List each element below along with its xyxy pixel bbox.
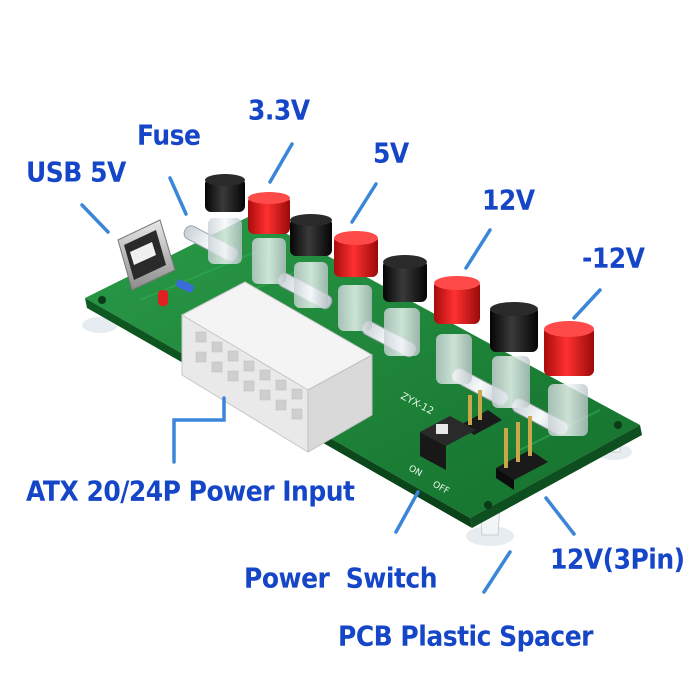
label-12v: 12V — [482, 183, 535, 217]
post-red-1 — [248, 192, 290, 284]
binding-posts — [205, 174, 594, 436]
atx-connector — [180, 281, 374, 453]
post-red-4 — [544, 321, 594, 436]
usb-port — [117, 219, 176, 291]
post-black-4 — [490, 302, 538, 408]
label-pcb-spacer: PCB Plastic Spacer — [338, 619, 594, 653]
label-usb-5v: USB 5V — [26, 155, 126, 189]
callout-usb — [80, 203, 110, 234]
callout-3v3 — [268, 142, 294, 184]
label-3v3: 3.3V — [248, 93, 310, 127]
callout-3pin — [544, 496, 576, 536]
post-red-3 — [434, 276, 480, 384]
label-5v: 5V — [373, 136, 409, 170]
post-black-3 — [383, 255, 427, 356]
callout-5v — [350, 182, 378, 224]
post-black-1 — [205, 174, 245, 264]
label-neg-12v: -12V — [582, 241, 645, 275]
label-12v-3pin: 12V(3Pin) — [550, 542, 685, 576]
callout-12v — [464, 228, 492, 270]
callout-neg12v — [572, 288, 602, 320]
pin-header-3pin — [496, 416, 548, 490]
callout-spacer — [482, 550, 512, 594]
label-atx-input: ATX 20/24P Power Input — [26, 474, 355, 508]
callout-lines — [80, 142, 602, 594]
post-red-2 — [334, 231, 378, 331]
power-switch — [420, 416, 476, 470]
callout-switch — [394, 490, 420, 534]
label-power-switch: Power Switch — [244, 561, 438, 595]
post-black-2 — [290, 214, 332, 308]
led — [158, 279, 194, 306]
callout-fuse — [168, 176, 188, 216]
label-fuse: Fuse — [137, 118, 201, 152]
callout-atx — [172, 396, 226, 464]
